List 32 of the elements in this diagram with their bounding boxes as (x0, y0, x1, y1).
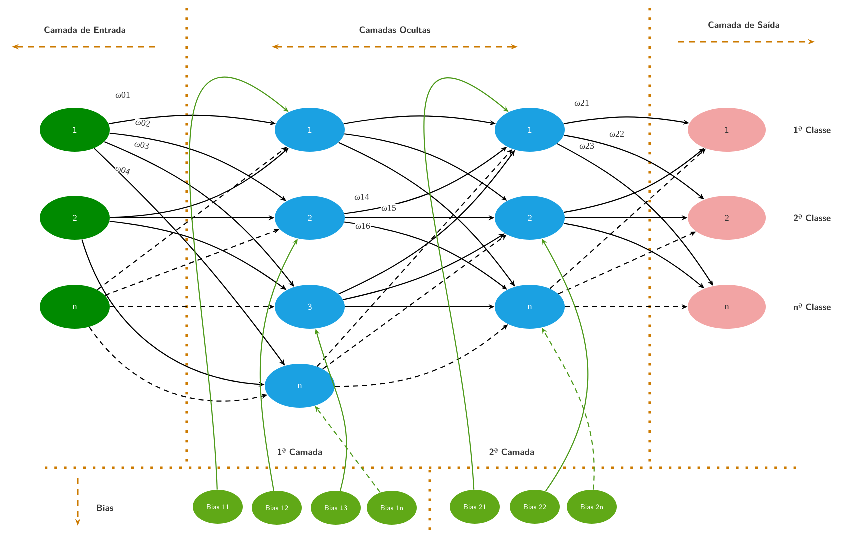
hidden-neuron: 3 (275, 285, 345, 329)
layer-label: 2ª Camada (490, 448, 534, 456)
weight-label: ω15 (381, 204, 397, 212)
class-label: 2ª Classe (794, 214, 831, 222)
hidden-neuron: 1 (275, 108, 345, 152)
hidden-neuron: n (495, 285, 565, 329)
weight-label: ω01 (115, 91, 131, 99)
weight-label: ω14 (354, 194, 370, 201)
input-neuron: n (40, 285, 110, 329)
hidden-neuron: n (265, 364, 335, 408)
output-neuron: n (688, 285, 766, 329)
hidden-neuron: 1 (495, 108, 565, 152)
layer-label: Camadas Ocultas (360, 26, 431, 34)
input-neuron: 1 (40, 108, 110, 152)
weight-label: ω23 (579, 142, 595, 150)
class-label: 1ª Classe (794, 126, 831, 134)
hidden-neuron: 2 (495, 196, 565, 240)
weight-label: ω21 (574, 99, 590, 107)
layer-label: 1ª Camada (278, 448, 322, 456)
hidden-neuron: 2 (275, 196, 345, 240)
layer-label: Camada de Saída (708, 22, 780, 28)
weight-label: ω04 (114, 164, 132, 176)
weight-label: ω03 (133, 140, 151, 150)
weight-label: ω02 (134, 118, 152, 128)
weight-label: ω16 (355, 222, 371, 230)
layer-label: Bias (97, 504, 114, 512)
output-neuron: 1 (688, 108, 766, 152)
output-neuron: 2 (688, 196, 766, 240)
layer-label: Camada de Entrada (44, 26, 126, 34)
class-label: nª Classe (794, 304, 831, 310)
input-neuron: 2 (40, 196, 110, 240)
weight-label: ω22 (609, 130, 625, 138)
